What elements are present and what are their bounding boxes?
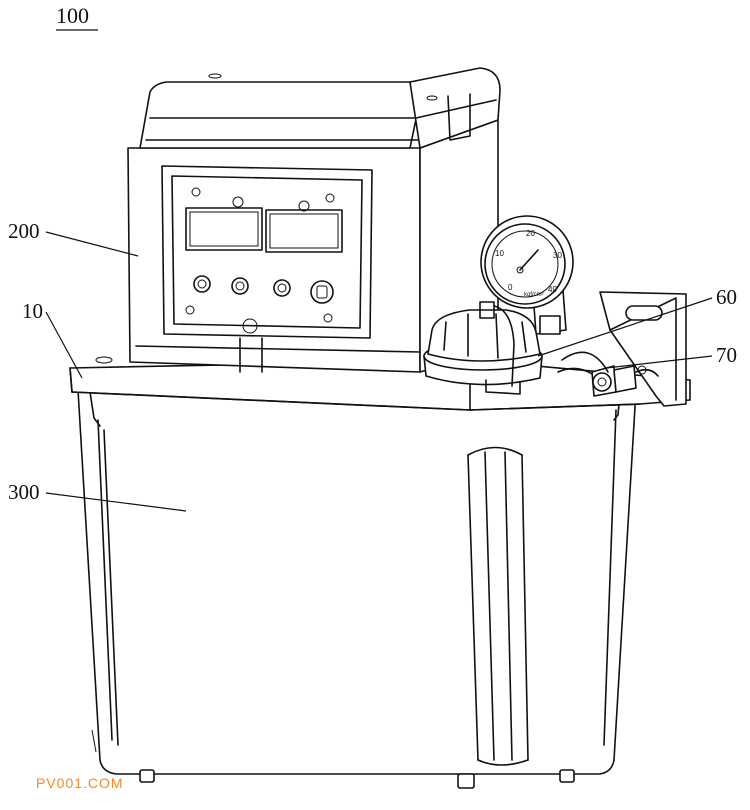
outlet-fitting [557, 351, 659, 397]
leader-cap [537, 297, 713, 357]
gauge-scale-0: 0 [508, 283, 513, 292]
label-housing: 200 [8, 219, 40, 243]
mounting-bracket [599, 291, 687, 407]
watermark: PV001.COM [36, 775, 124, 791]
leader-fitting [605, 355, 713, 369]
gauge-scale-10: 10 [495, 249, 504, 258]
gauge-brand: kgf/cm² [524, 292, 544, 298]
leader-tank [45, 492, 187, 512]
gauge-scale-40: 40 [548, 285, 557, 294]
tank-body [77, 389, 637, 789]
pressure-gauge: 0 10 20 30 40 kgf/cm² [480, 215, 574, 335]
label-tank: 300 [8, 480, 40, 504]
leader-housing [45, 231, 139, 257]
leader-base [45, 311, 83, 379]
gauge-scale-30: 30 [553, 251, 562, 260]
label-base: 10 [22, 299, 43, 323]
gauge-scale-20: 20 [526, 229, 535, 238]
label-fitting: 70 [716, 343, 737, 367]
label-cap: 60 [716, 285, 737, 309]
control-housing [127, 67, 501, 373]
figure-title: 100 [56, 3, 89, 28]
filler-cap [423, 301, 543, 395]
